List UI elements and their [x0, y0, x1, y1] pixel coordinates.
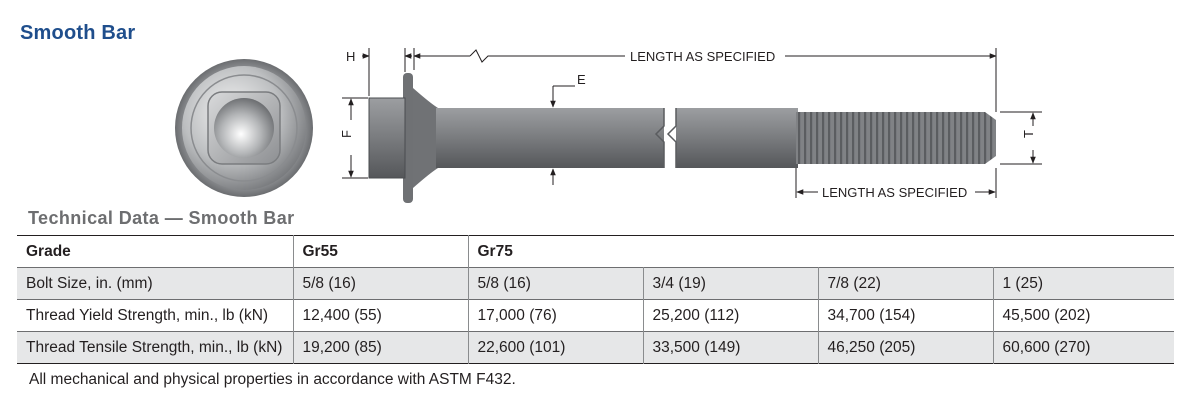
table-cell: 60,600 (270)	[992, 331, 1175, 364]
table-row: Thread Yield Strength, min., lb (kN) 12,…	[17, 299, 1175, 332]
dimension-labels: H LENGTH AS SPECIFIED E F T LENGTH AS SP…	[339, 49, 1036, 200]
label-t: T	[1021, 130, 1036, 138]
table-cell: 46,250 (205)	[817, 331, 993, 364]
table-cell: 3/4 (19)	[642, 267, 818, 300]
table-cell: 45,500 (202)	[992, 299, 1175, 332]
table-cell: 12,400 (55)	[292, 299, 468, 332]
table-cell: 19,200 (85)	[292, 331, 468, 364]
header-grade: Grade	[26, 242, 71, 260]
table-cell: 7/8 (22)	[817, 267, 993, 300]
label-length-top: LENGTH AS SPECIFIED	[630, 49, 775, 64]
label-h: H	[346, 49, 355, 64]
table-cell: 1 (25)	[992, 267, 1175, 300]
table-cell: 22,600 (101)	[467, 331, 643, 364]
technical-data-table: Grade Gr55 Gr75 Bolt Size, in. (mm) 5/8 …	[17, 235, 1175, 364]
row-label: Thread Yield Strength, min., lb (kN)	[26, 306, 269, 324]
table-cell: 34,700 (154)	[817, 299, 993, 332]
label-length-thread: LENGTH AS SPECIFIED	[822, 185, 967, 200]
footnote: All mechanical and physical properties i…	[29, 371, 516, 388]
dimension-lines	[342, 48, 1042, 198]
page-title: Smooth Bar	[20, 22, 136, 44]
label-f: F	[339, 130, 354, 138]
table-cell: 17,000 (76)	[467, 299, 643, 332]
table-cell: 33,500 (149)	[642, 331, 818, 364]
table-cell: 5/8 (16)	[292, 267, 468, 300]
table-cell: 25,200 (112)	[642, 299, 818, 332]
row-label: Bolt Size, in. (mm)	[17, 267, 293, 300]
label-e: E	[577, 72, 586, 87]
header-gr75: Gr75	[467, 235, 1175, 268]
smooth-bar-drawing: H LENGTH AS SPECIFIED E F T LENGTH AS SP…	[175, 48, 1042, 203]
section-subtitle: Technical Data — Smooth Bar	[28, 208, 295, 228]
table-row: Bolt Size, in. (mm) 5/8 (16) 5/8 (16) 3/…	[17, 267, 1175, 300]
header-gr55: Gr55	[292, 235, 468, 268]
table-header-row: Grade Gr55 Gr75	[17, 235, 1175, 268]
table-cell: 5/8 (16)	[467, 267, 643, 300]
bolt-side-view	[368, 73, 996, 203]
table-row: Thread Tensile Strength, min., lb (kN) 1…	[17, 331, 1175, 364]
bolt-head-end-view	[175, 59, 313, 197]
row-label: Thread Tensile Strength, min., lb (kN)	[17, 331, 293, 364]
